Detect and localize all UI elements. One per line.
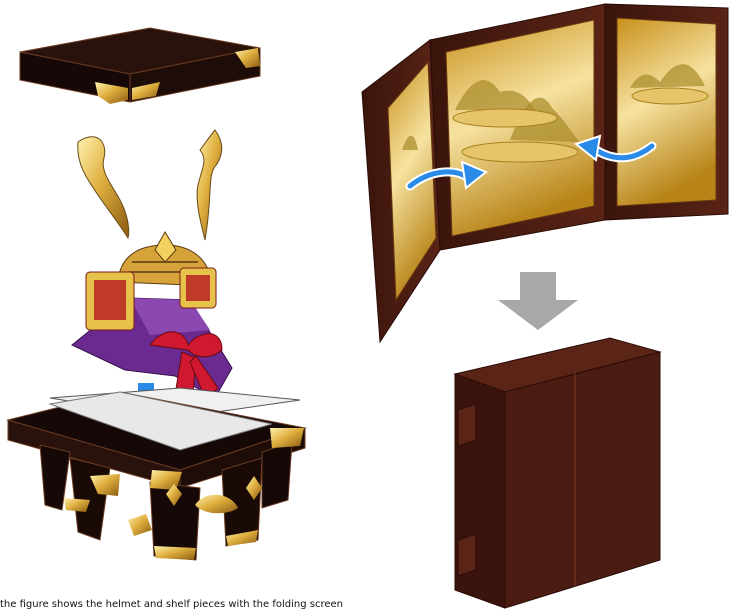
- caption-text: the figure shows the helmet and shelf pi…: [0, 598, 739, 611]
- horn-pieces: [78, 130, 222, 240]
- helmet-stand: [8, 388, 305, 560]
- lid-box: [20, 28, 260, 104]
- kabuto-helmet: [72, 232, 232, 405]
- folding-screen-closed: [455, 338, 660, 608]
- arrow-down-icon: [498, 272, 578, 330]
